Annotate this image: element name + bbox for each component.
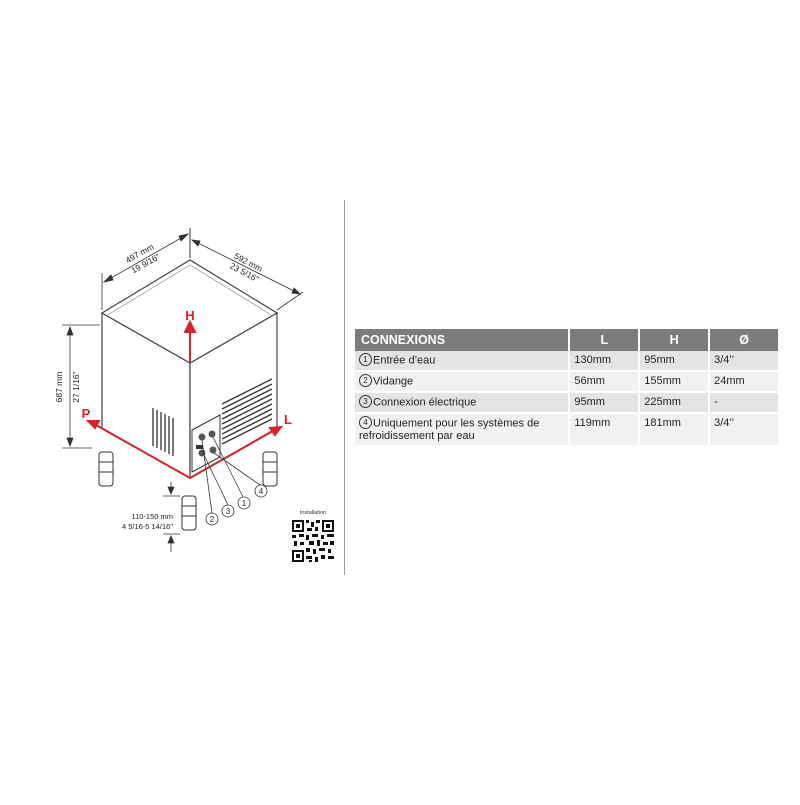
cabinet (100, 259, 279, 480)
cell-diameter: 3/4’’ (709, 351, 780, 372)
number-badge: 4 (359, 416, 372, 429)
feet-in-label: 4 5/16-5 14/16" (122, 522, 173, 531)
divider (344, 200, 345, 575)
axis-l-line (189, 430, 274, 479)
connector-circle (198, 433, 206, 441)
cabinet-top-face (100, 259, 279, 364)
header-connexions: CONNEXIONS (355, 329, 571, 351)
cell-diameter: 24mm (709, 371, 780, 393)
qr-code-icon[interactable] (292, 520, 334, 562)
callout-label-1: 1 (242, 499, 247, 508)
number-badge: 2 (359, 374, 372, 387)
row-label: Vidange (373, 375, 414, 388)
diagram-svg: 497 mm 19 9/16" 592 mm 23 5/16" 687 mm 2… (54, 228, 334, 562)
cell-h: 181mm (639, 413, 711, 447)
table-header-row: CONNEXIONS L H Ø (355, 329, 780, 351)
callout-leaders (201, 436, 261, 514)
connector-circle (208, 430, 216, 438)
left-vent (152, 408, 174, 456)
cell-diameter: 3/4’’ (709, 413, 780, 447)
top-rim (105, 264, 274, 317)
cell-h: 95mm (639, 351, 711, 372)
callout-circle-4 (254, 484, 268, 498)
height-dimension (62, 324, 100, 449)
axis-h-label: H (185, 308, 194, 323)
callout-label-3: 3 (226, 507, 231, 516)
axis-p-arrow (85, 420, 101, 430)
feet (98, 451, 278, 531)
header-l: L (569, 329, 641, 351)
connector-circle (209, 446, 217, 454)
row-label: Uniquement pour les systèmes de refroidi… (359, 417, 540, 442)
callout-circle-3 (221, 504, 235, 518)
feet-dimension (163, 482, 180, 552)
axis-p-line (95, 424, 191, 479)
callout-label-2: 2 (210, 515, 215, 524)
number-badge: 1 (359, 353, 372, 366)
feet-mm-label: 110-150 mm (131, 512, 173, 521)
axis-l-label: L (284, 412, 292, 427)
depth-dimension (189, 228, 304, 311)
ice-machine-diagram: 497 mm 19 9/16" 592 mm 23 5/16" 687 mm 2… (0, 0, 345, 800)
cell-diameter: - (709, 392, 780, 414)
header-h: H (639, 329, 711, 351)
axis-h-arrow (183, 319, 197, 333)
callout-label-4: 4 (259, 487, 264, 496)
axis-l-arrow (268, 425, 284, 437)
cell-l: 130mm (569, 351, 641, 372)
axis-p-label: P (82, 406, 91, 421)
cell-h: 155mm (639, 371, 711, 393)
row-label: Connexion électrique (373, 396, 477, 409)
row-label: Entrée d’eau (373, 354, 436, 367)
cell-l: 95mm (569, 392, 641, 414)
height-in-label: 27 1/16" (71, 371, 81, 402)
number-badge: 3 (359, 395, 372, 408)
axes (85, 319, 284, 479)
callout-circle-2 (205, 512, 219, 526)
callout-circle-1 (237, 496, 251, 510)
cell-l: 119mm (569, 413, 641, 447)
right-vent (221, 378, 273, 445)
header-diameter: Ø (709, 329, 780, 351)
height-mm-label: 687 mm (54, 372, 64, 403)
cell-l: 56mm (569, 371, 641, 393)
installation-label: Installation (300, 510, 326, 516)
callouts (205, 484, 268, 526)
cell-h: 225mm (639, 392, 711, 414)
